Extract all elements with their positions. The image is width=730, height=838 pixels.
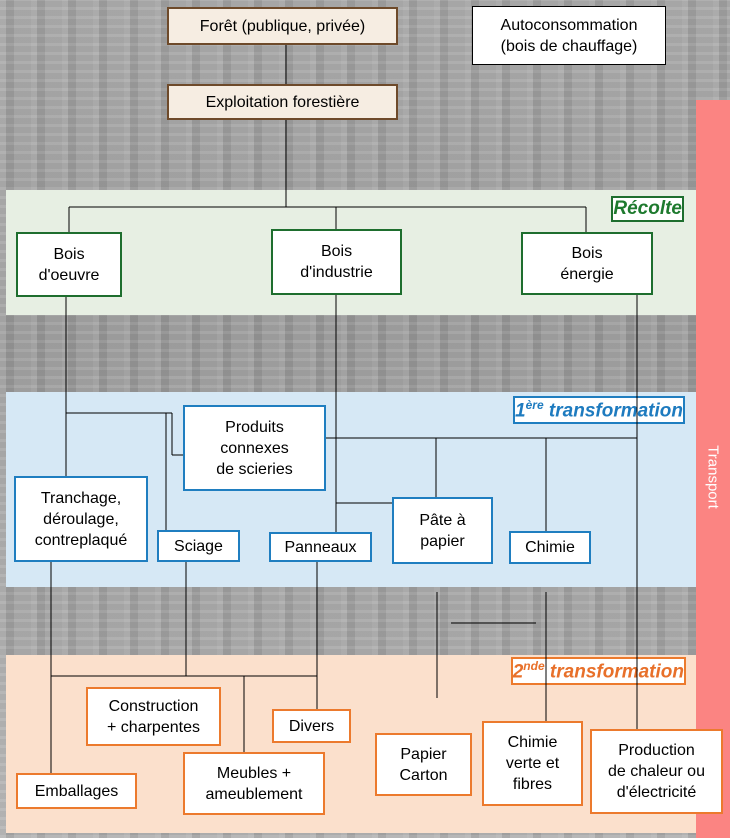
node-meubles: Meubles + ameublement [183,752,325,815]
transport-bar [696,100,730,838]
recolte-title: Récolte [611,196,684,222]
node-sciage: Sciage [157,530,240,562]
node-tranchage: Tranchage, déroulage, contreplaqué [14,476,148,562]
premiere-title-sup: ère [525,398,544,412]
seconde-title-sup: nde [523,659,545,673]
node-panneaux: Panneaux [269,532,372,562]
node-bois-oeuvre: Bois d'oeuvre [16,232,122,297]
node-bois-industrie: Bois d'industrie [271,229,402,295]
node-autoconsommation: Autoconsommation (bois de chauffage) [472,6,666,65]
premiere-title-text: transformation [543,400,683,422]
node-pate-papier: Pâte à papier [392,497,493,564]
node-construction: Construction + charpentes [86,687,221,746]
node-chimie-verte: Chimie verte et fibres [482,721,583,806]
seconde-title-number: 2 [512,661,524,683]
node-foret: Forêt (publique, privée) [167,7,398,45]
node-produits-connexes: Produits connexes de scieries [183,405,326,491]
node-divers: Divers [272,709,351,743]
node-papier-carton: Papier Carton [375,733,472,796]
node-bois-energie: Bois énergie [521,232,653,295]
premiere-title-number: 1 [515,400,526,422]
seconde-transformation-title: 2nde transformation [510,657,686,686]
node-exploitation: Exploitation forestière [167,84,398,120]
node-emballages: Emballages [16,773,137,809]
node-chimie: Chimie [509,531,591,564]
premiere-transformation-title: 1ère transformation [513,396,685,425]
seconde-title-text: transformation [544,661,684,683]
node-production-chaleur: Production de chaleur ou d'électricité [590,729,723,814]
